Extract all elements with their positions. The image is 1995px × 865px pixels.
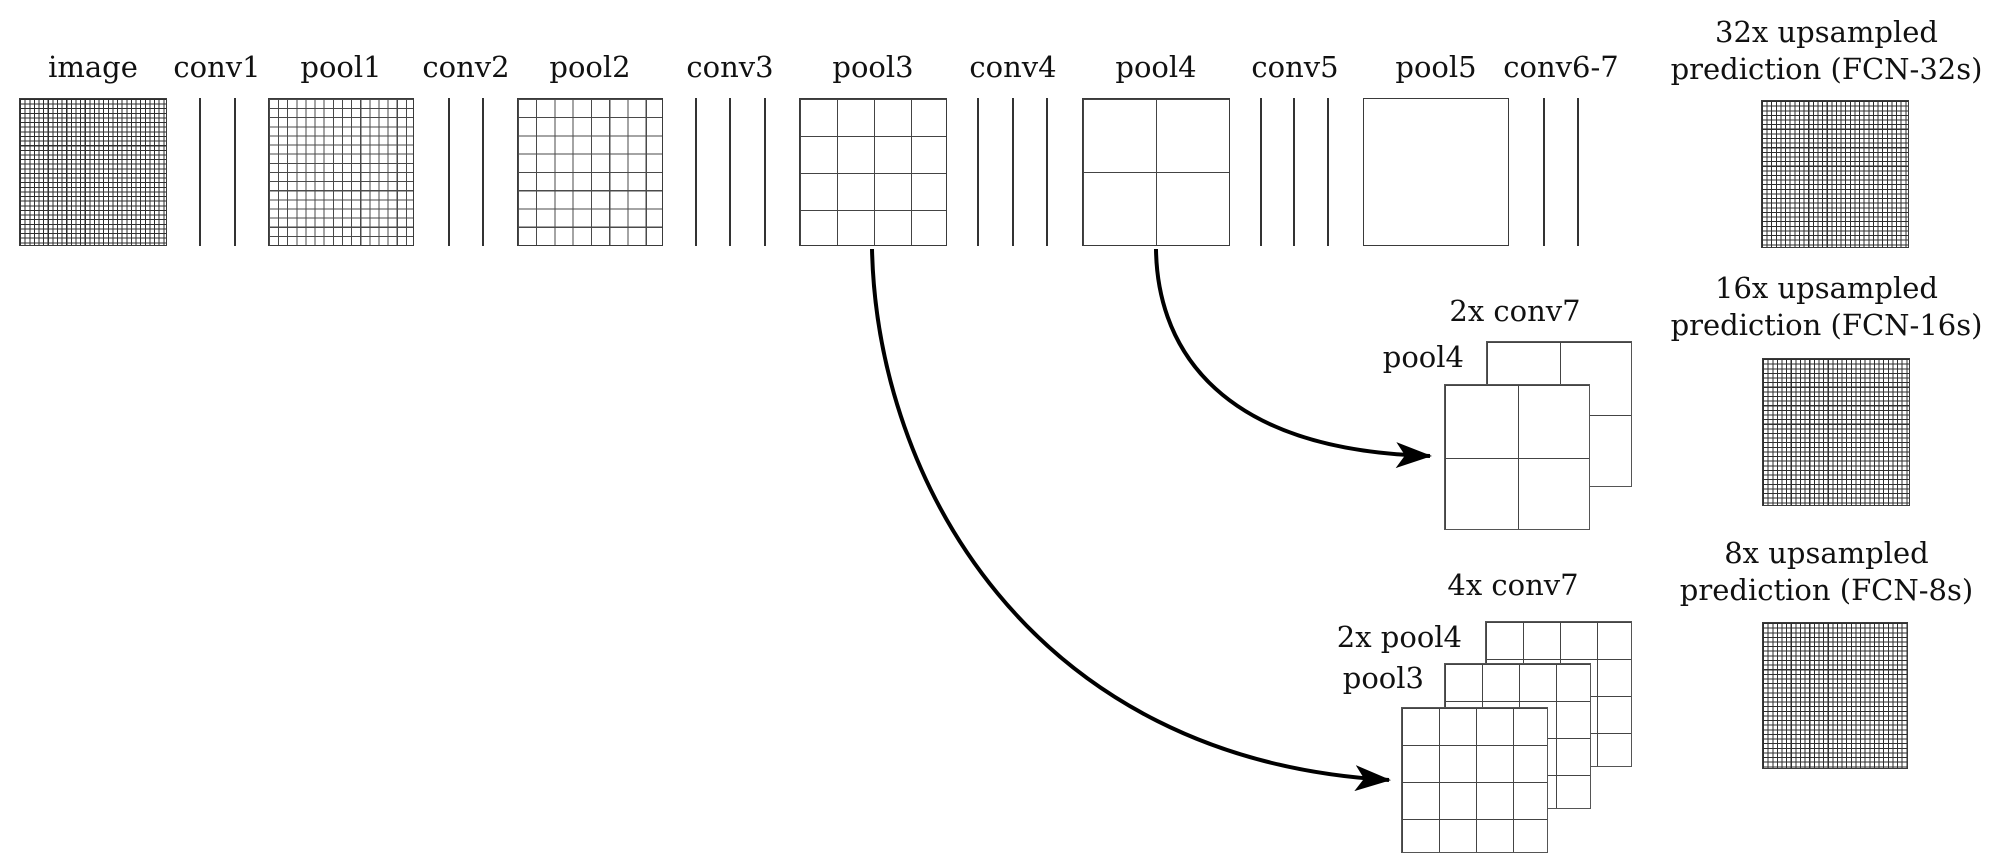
conv1-line-1 [199,98,201,246]
pool3-grid [799,98,947,246]
layer-label-conv4: conv4 [969,50,1057,84]
conv5-line-1 [1260,98,1262,246]
conv2-line-1 [448,98,450,246]
conv2-line-2 [482,98,484,246]
layer-label-pool5: pool5 [1395,50,1477,84]
fcn16s-prediction-grid [1762,358,1910,506]
fcn8s-label-line1: 8x upsampled [1724,536,1929,570]
conv5-line-2 [1293,98,1295,246]
conv6-7-line-2 [1577,98,1579,246]
fcn32s-label-line2: prediction (FCN-32s) [1670,52,1983,86]
layer-label-conv3: conv3 [686,50,774,84]
pool4-grid [1082,98,1230,246]
layer-label-pool2: pool2 [549,50,631,84]
pool1-grid [268,98,414,246]
image-grid [19,98,167,246]
layer-label-conv2: conv2 [422,50,510,84]
layer-label-image: image [48,50,138,84]
layer-label-conv6-7: conv6-7 [1503,50,1619,84]
layer-label-pool4: pool4 [1115,50,1197,84]
fusion16-back-label: 2x conv7 [1449,294,1581,328]
fusion16-front-grid-pool4 [1444,384,1590,530]
pool3-skip-arrow [870,248,1391,792]
fusion8-middle-label: 2x pool4 [1336,620,1462,654]
conv3-line-1 [695,98,697,246]
fcn16s-label-line1: 16x upsampled [1715,271,1938,305]
fcn32s-label-line1: 32x upsampled [1715,15,1938,49]
conv3-line-3 [764,98,766,246]
conv4-line-2 [1012,98,1014,246]
layer-label-conv5: conv5 [1251,50,1339,84]
fcn16s-label-line2: prediction (FCN-16s) [1670,308,1983,342]
fusion8-front-label: pool3 [1342,661,1424,695]
fcn32s-prediction-label: 32x upsampled prediction (FCN-32s) [1658,14,1995,88]
conv4-line-1 [977,98,979,246]
pool4-skip-arrow [1154,248,1432,469]
conv4-line-3 [1046,98,1048,246]
layer-label-pool3: pool3 [832,50,914,84]
conv6-7-line-1 [1543,98,1545,246]
layer-label-conv1: conv1 [173,50,261,84]
pool5-grid [1363,98,1509,246]
layer-label-pool1: pool1 [300,50,382,84]
fcn32s-prediction-grid [1761,100,1909,248]
fcn16s-prediction-label: 16x upsampled prediction (FCN-16s) [1658,270,1995,344]
conv1-line-2 [234,98,236,246]
conv3-line-2 [729,98,731,246]
conv5-line-3 [1327,98,1329,246]
fcn8s-prediction-label: 8x upsampled prediction (FCN-8s) [1658,535,1995,609]
fusion8-front-grid-pool3 [1401,707,1548,853]
fusion8-back-label: 4x conv7 [1447,568,1579,602]
pool2-grid [517,98,663,246]
fcn8s-prediction-grid [1762,622,1908,769]
fcn8s-label-line2: prediction (FCN-8s) [1679,573,1974,607]
fusion16-front-label: pool4 [1382,340,1464,374]
